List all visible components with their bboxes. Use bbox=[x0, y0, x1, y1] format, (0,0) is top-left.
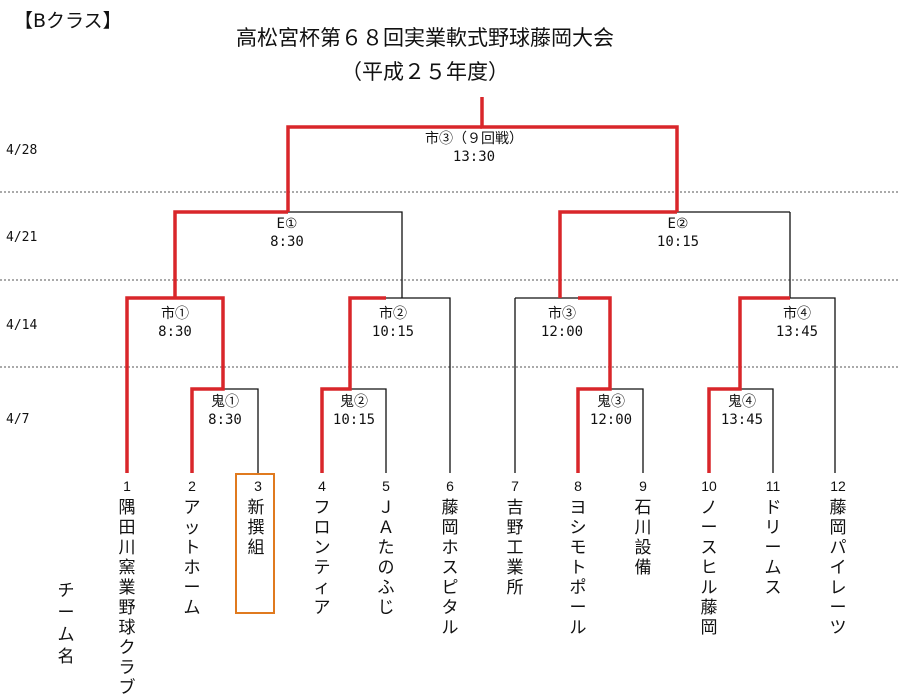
bracket-line-o2-right bbox=[350, 388, 387, 473]
match-time: 10:15 bbox=[332, 412, 376, 428]
advance-line-e1 bbox=[286, 125, 482, 212]
match-time: 8:30 bbox=[158, 324, 192, 340]
match-c4: 市④ 13:45 bbox=[732, 305, 862, 341]
team-name: ＪＡたのふじ bbox=[377, 498, 395, 618]
advance-line-t8 bbox=[576, 296, 612, 473]
match-venue: 市③（９回戦） bbox=[425, 131, 523, 147]
team-name: 吉野工業所 bbox=[506, 498, 524, 598]
team-name: ドリームス bbox=[764, 498, 782, 598]
match-venue: E① bbox=[276, 216, 298, 232]
match-time: 10:15 bbox=[371, 324, 415, 340]
team-number: 3 bbox=[254, 478, 262, 494]
match-venue: 市④ bbox=[783, 306, 811, 322]
match-venue: 鬼① bbox=[211, 394, 239, 410]
advance-line-c3 bbox=[558, 210, 677, 298]
highlighted-team-box bbox=[235, 473, 275, 614]
class-label: 【Bクラス】 bbox=[14, 10, 122, 32]
match-o2: 鬼② 10:15 bbox=[289, 393, 419, 429]
match-venue: 市② bbox=[379, 306, 407, 322]
team-name: ノースヒル藤岡 bbox=[700, 498, 718, 638]
team-name: 藤岡ホスピタル bbox=[441, 498, 459, 638]
team-name: ヨシモトポール bbox=[569, 498, 587, 638]
match-c3: 市③ 12:00 bbox=[497, 305, 627, 341]
round-date: 4/28 bbox=[6, 143, 38, 158]
round-date: 4/21 bbox=[6, 230, 38, 245]
round-date: 4/7 bbox=[6, 412, 30, 427]
match-c1: 市① 8:30 bbox=[110, 305, 240, 341]
team-name: 石川設備 bbox=[634, 498, 652, 578]
bracket-line-o3-right bbox=[610, 388, 644, 473]
match-venue: 鬼② bbox=[340, 394, 368, 410]
team-number: 12 bbox=[830, 478, 846, 494]
team-number: 4 bbox=[318, 478, 326, 494]
team-number: 10 bbox=[701, 478, 717, 494]
team-number: 9 bbox=[639, 478, 647, 494]
advance-line-t1 bbox=[125, 296, 175, 473]
team-name: 藤岡パイレーツ bbox=[829, 498, 847, 638]
match-c2: 市② 10:15 bbox=[328, 305, 458, 341]
round-date: 4/14 bbox=[6, 318, 38, 333]
advance-line-t2 bbox=[175, 296, 225, 473]
bracket-line-c2-right bbox=[386, 297, 451, 473]
match-time: 8:30 bbox=[270, 234, 304, 250]
team-number: 7 bbox=[511, 478, 519, 494]
match-venue: E② bbox=[667, 216, 689, 232]
advance-line-c1 bbox=[173, 210, 288, 298]
match-time: 12:00 bbox=[589, 412, 633, 428]
match-time: 8:30 bbox=[208, 412, 242, 428]
match-o3: 鬼③ 12:00 bbox=[546, 393, 676, 429]
team-number: 6 bbox=[446, 478, 454, 494]
advance-line-e2 bbox=[480, 97, 679, 212]
bracket-line-c4-right bbox=[790, 297, 836, 473]
team-name: アットホーム bbox=[183, 498, 201, 618]
advance-line-t4 bbox=[320, 296, 386, 473]
match-final: 市③（９回戦） 13:30 bbox=[409, 130, 539, 166]
team-number: 1 bbox=[123, 478, 131, 494]
match-time: 13:45 bbox=[775, 324, 819, 340]
match-o1: 鬼① 8:30 bbox=[160, 393, 290, 429]
bracket-line-o4-right bbox=[740, 388, 774, 473]
match-time: 13:30 bbox=[452, 149, 496, 165]
bracket-line-e1-right bbox=[286, 211, 403, 298]
match-venue: 市③ bbox=[548, 306, 576, 322]
match-venue: 市① bbox=[161, 306, 189, 322]
match-time: 13:45 bbox=[720, 412, 764, 428]
match-venue: 鬼④ bbox=[728, 394, 756, 410]
bracket-line-o1-right bbox=[223, 388, 259, 473]
match-venue: 鬼③ bbox=[597, 394, 625, 410]
team-number: 8 bbox=[574, 478, 582, 494]
match-o4: 鬼④ 13:45 bbox=[677, 393, 807, 429]
team-number: 5 bbox=[382, 478, 390, 494]
team-number: 11 bbox=[765, 478, 781, 494]
team-number: 2 bbox=[188, 478, 196, 494]
match-time: 10:15 bbox=[656, 234, 700, 250]
team-name: 隅田川窯業野球クラブ bbox=[118, 498, 136, 698]
team-name: 新撰組 bbox=[247, 498, 265, 558]
advance-line-t10 bbox=[707, 296, 790, 473]
team-column-header: チーム名 bbox=[57, 581, 75, 667]
team-name: フロンティア bbox=[313, 498, 331, 618]
tournament-subtitle: （平成２５年度） bbox=[341, 60, 509, 84]
tournament-title: 高松宮杯第６８回実業軟式野球藤岡大会 bbox=[236, 26, 614, 50]
match-e1: E① 8:30 bbox=[222, 215, 352, 251]
match-time: 12:00 bbox=[540, 324, 584, 340]
match-e2: E② 10:15 bbox=[613, 215, 743, 251]
